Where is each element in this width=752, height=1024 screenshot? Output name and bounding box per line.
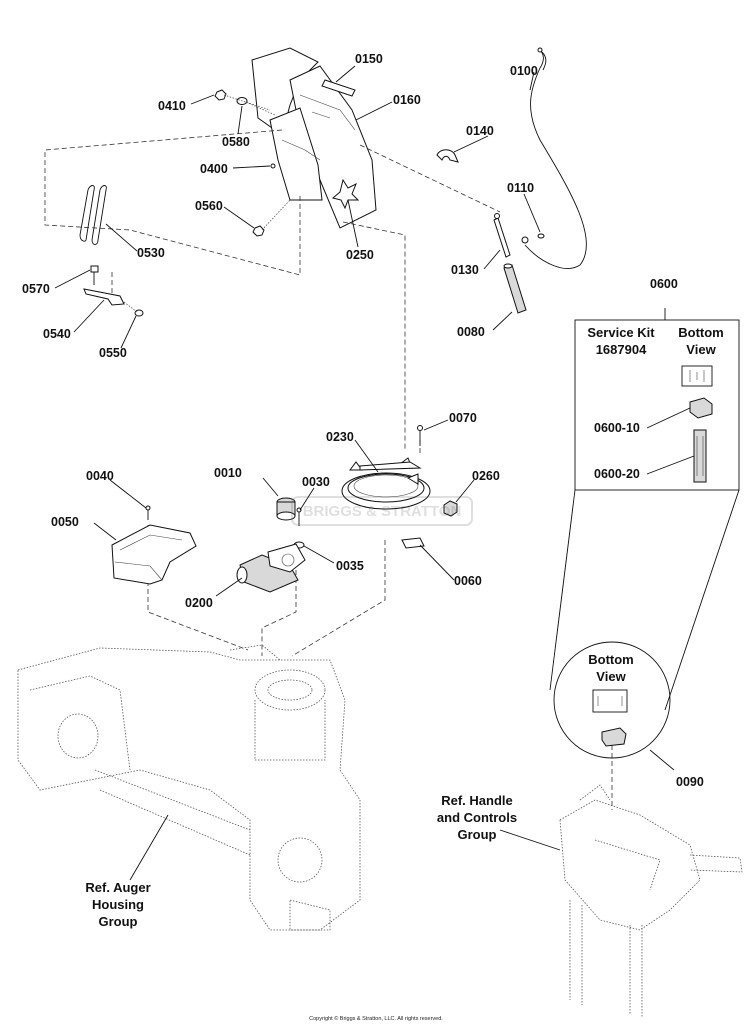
ref-auger-line2: Housing: [92, 897, 144, 912]
cable-0100: [521, 47, 587, 269]
motor-parts: [276, 497, 305, 549]
label-0530: 0530: [137, 246, 165, 260]
ref-auger-line3: Group: [99, 914, 138, 929]
nut-clip: [401, 500, 458, 549]
service-kit-title: Service Kit: [587, 325, 655, 340]
kit-bottom-label: Bottom: [678, 325, 724, 340]
label-0060: 0060: [454, 574, 482, 588]
rotation-ring-0230: [341, 425, 431, 510]
bottom-view-circle: [553, 641, 671, 759]
label-0035: 0035: [336, 559, 364, 573]
circle-bottom-label: Bottom: [588, 652, 634, 667]
label-0570: 0570: [22, 282, 50, 296]
discharge-chute: [251, 47, 377, 229]
leader-lines: [54, 65, 695, 881]
label-0600-10: 0600-10: [594, 421, 640, 435]
service-kit-text: Service Kit 1687904 Bottom View: [587, 325, 723, 357]
label-0140: 0140: [466, 124, 494, 138]
label-0010: 0010: [214, 466, 242, 480]
label-0090: 0090: [676, 775, 704, 789]
kit-view-label: View: [686, 342, 716, 357]
auger-housing: [17, 644, 361, 931]
circle-view-label: View: [596, 669, 626, 684]
ref-handle-line3: Group: [458, 827, 497, 842]
reference-text: Ref. Auger Housing Group Ref. Handle and…: [85, 793, 517, 929]
cover-0050: [111, 505, 197, 585]
label-0580: 0580: [222, 135, 250, 149]
label-0080: 0080: [457, 325, 485, 339]
label-0600-20: 0600-20: [594, 467, 640, 481]
watermark-text: BRIGGS & STRATTON: [303, 503, 462, 520]
ref-handle-line2: and Controls: [437, 810, 517, 825]
label-0400: 0400: [200, 162, 228, 176]
label-0040: 0040: [86, 469, 114, 483]
label-0250: 0250: [346, 248, 374, 262]
ref-handle-line1: Ref. Handle: [441, 793, 513, 808]
rods: [493, 213, 527, 314]
copyright-notice: Copyright © Briggs & Stratton, LLC. All …: [309, 1015, 443, 1022]
motor-0200: [236, 543, 306, 593]
service-kit-box: [549, 308, 740, 711]
clip-0140: [436, 149, 459, 163]
label-0150: 0150: [355, 52, 383, 66]
label-0050: 0050: [51, 515, 79, 529]
bracket-0530: [79, 185, 107, 245]
label-0200: 0200: [185, 596, 213, 610]
label-0130: 0130: [451, 263, 479, 277]
label-0540: 0540: [43, 327, 71, 341]
circle-view-text: Bottom View: [588, 652, 634, 684]
label-0550: 0550: [99, 346, 127, 360]
label-0070: 0070: [449, 411, 477, 425]
label-0560: 0560: [195, 199, 223, 213]
label-0110: 0110: [507, 181, 534, 195]
label-0030: 0030: [302, 475, 330, 489]
watermark: BRIGGS & STRATTON: [291, 496, 473, 526]
chute-hardware: [214, 89, 291, 237]
handle-controls: [559, 745, 743, 1018]
label-0100: 0100: [510, 64, 538, 78]
ref-auger-line1: Ref. Auger: [85, 880, 150, 895]
service-kit-number: 1687904: [596, 342, 647, 357]
bracket-hardware: [83, 265, 144, 317]
label-0260: 0260: [472, 469, 500, 483]
label-0230: 0230: [326, 430, 354, 444]
label-0160: 0160: [393, 93, 421, 107]
label-0410: 0410: [158, 99, 186, 113]
label-0600: 0600: [650, 277, 678, 291]
part-labels: 0100 0150 0160 0410 0580 0140 0400 0110 …: [22, 52, 704, 789]
